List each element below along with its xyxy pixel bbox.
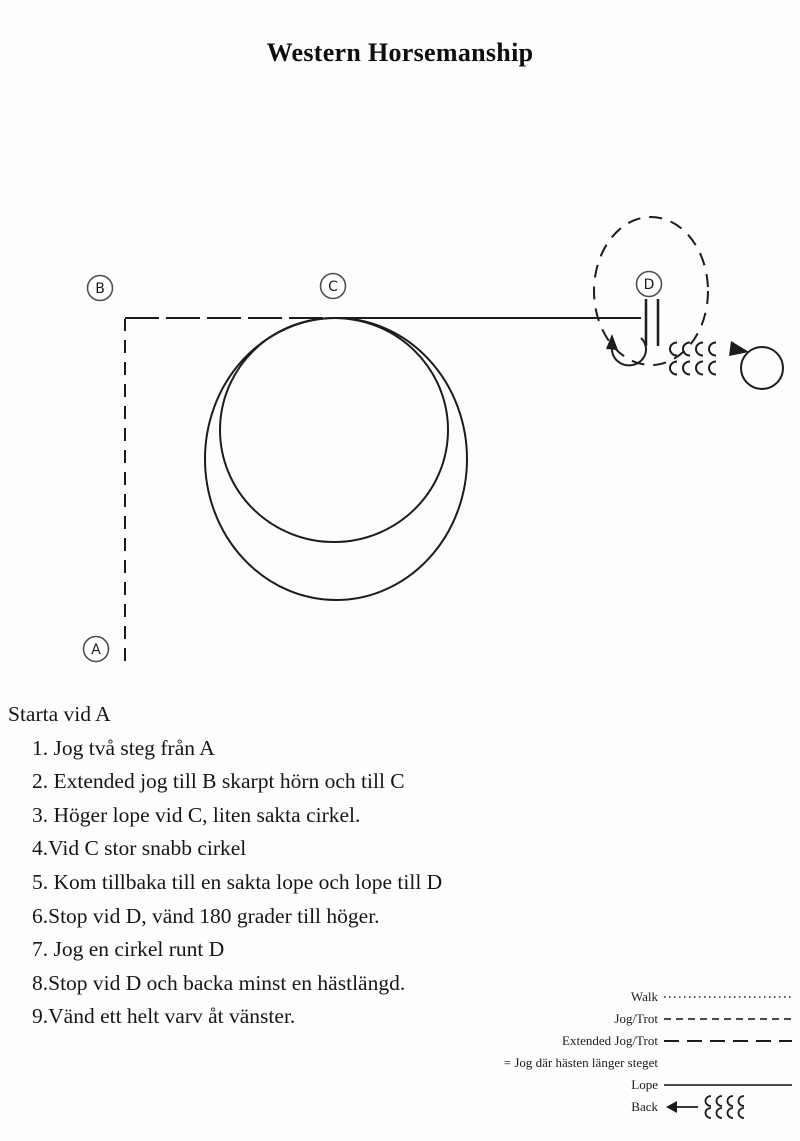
letter-markers: B C D A: [82, 270, 663, 663]
back-symbol-icon: [666, 1095, 745, 1119]
marker-c: C: [319, 272, 347, 300]
legend-row-extended-jog-trot: Extended Jog/Trot: [462, 1030, 792, 1052]
step-9: 9.Vänd ett helt varv åt vänster.: [8, 1000, 728, 1034]
step-9-text: Vänd ett helt varv åt vänster.: [48, 1004, 296, 1029]
step-9-number: 9.: [32, 1004, 49, 1029]
step-6-text: Stop vid D, vänd 180 grader till höger.: [48, 903, 380, 928]
marker-b-label: B: [95, 281, 105, 297]
legend-note-spacer: [658, 1063, 792, 1064]
step-3-number: 3.: [32, 802, 54, 827]
jog-trot-line-icon: [664, 1018, 792, 1020]
legend-note-text: = Jog där hästen länger steget: [503, 1055, 658, 1070]
step-7-text: Jog en cirkel runt D: [53, 937, 225, 962]
pattern-paths: [124, 216, 784, 661]
stop-bars-icon: [644, 299, 660, 346]
marker-b: B: [86, 274, 114, 302]
step-8-text: Stop vid D och backa minst en hästlängd.: [48, 970, 406, 995]
step-7: 7. Jog en cirkel runt D: [8, 933, 728, 967]
legend-row-note: = Jog där hästen länger steget: [462, 1052, 792, 1074]
legend-lope-label: Lope: [631, 1077, 658, 1092]
step-1: 1. Jog två steg från A: [8, 732, 728, 766]
small-circle-at-c: [219, 317, 449, 543]
extended-jog-trot-line-icon: [664, 1039, 792, 1043]
legend-row-walk: Walk: [462, 986, 792, 1008]
legend-walk-label: Walk: [630, 989, 658, 1004]
step-2-text: Extended jog till B skarpt hörn och till…: [53, 769, 405, 794]
step-5-number: 5.: [32, 869, 54, 894]
marker-d-label: D: [644, 277, 655, 293]
step-1-text: Jog två steg från A: [53, 735, 215, 760]
step-1-number: 1.: [32, 735, 54, 760]
page-title: Western Horsemanship: [266, 38, 534, 67]
lope-line-icon: [664, 1084, 792, 1086]
step-2: 2. Extended jog till B skarpt hörn och t…: [8, 765, 728, 799]
step-7-number: 7.: [32, 937, 54, 962]
legend-jog-trot-label: Jog/Trot: [614, 1011, 658, 1026]
gait-legend: Walk Jog/Trot Extended Jog/Trot = Jog dä…: [462, 986, 792, 1119]
step-8-number: 8.: [32, 970, 49, 995]
step-3-text: Höger lope vid C, liten sakta cirkel.: [53, 802, 361, 827]
legend-row-back: Back: [462, 1095, 792, 1119]
step-6: 6.Stop vid D, vänd 180 grader till höger…: [8, 900, 728, 934]
step-6-number: 6.: [32, 903, 49, 928]
step-4-number: 4.: [32, 836, 49, 861]
walk-line-icon: [664, 996, 792, 998]
legend-extended-jog-trot-label: Extended Jog/Trot: [562, 1033, 658, 1048]
marker-d: D: [635, 270, 663, 298]
step-2-number: 2.: [32, 769, 54, 794]
step-5: 5. Kom tillbaka till en sakta lope och l…: [8, 866, 728, 900]
start-instruction: Starta vid A: [8, 702, 111, 726]
marker-a: A: [82, 635, 110, 663]
jog-circle-around-d: [593, 216, 709, 366]
marker-c-label: C: [328, 279, 338, 295]
instructions-list: Starta vid A 1. Jog två steg från A 2. E…: [8, 698, 728, 1034]
marker-a-label: A: [91, 642, 101, 658]
step-8: 8.Stop vid D och backa minst en hästläng…: [8, 967, 728, 1001]
step-4: 4.Vid C stor snabb cirkel: [8, 832, 728, 866]
spin-symbol-icon: [729, 341, 784, 390]
legend-row-jog-trot: Jog/Trot: [462, 1008, 792, 1030]
step-5-text: Kom tillbaka till en sakta lope och lope…: [53, 869, 443, 894]
turn-180-icon: [611, 337, 648, 367]
step-4-text: Vid C stor snabb cirkel: [48, 836, 247, 861]
turn-180-arrowhead-icon: [606, 334, 618, 350]
legend-back-label: Back: [631, 1099, 658, 1114]
back-up-symbols-icon: [669, 341, 717, 376]
step-3: 3. Höger lope vid C, liten sakta cirkel.: [8, 799, 728, 833]
large-circle-at-c: [204, 317, 468, 601]
legend-row-lope: Lope: [462, 1074, 792, 1096]
